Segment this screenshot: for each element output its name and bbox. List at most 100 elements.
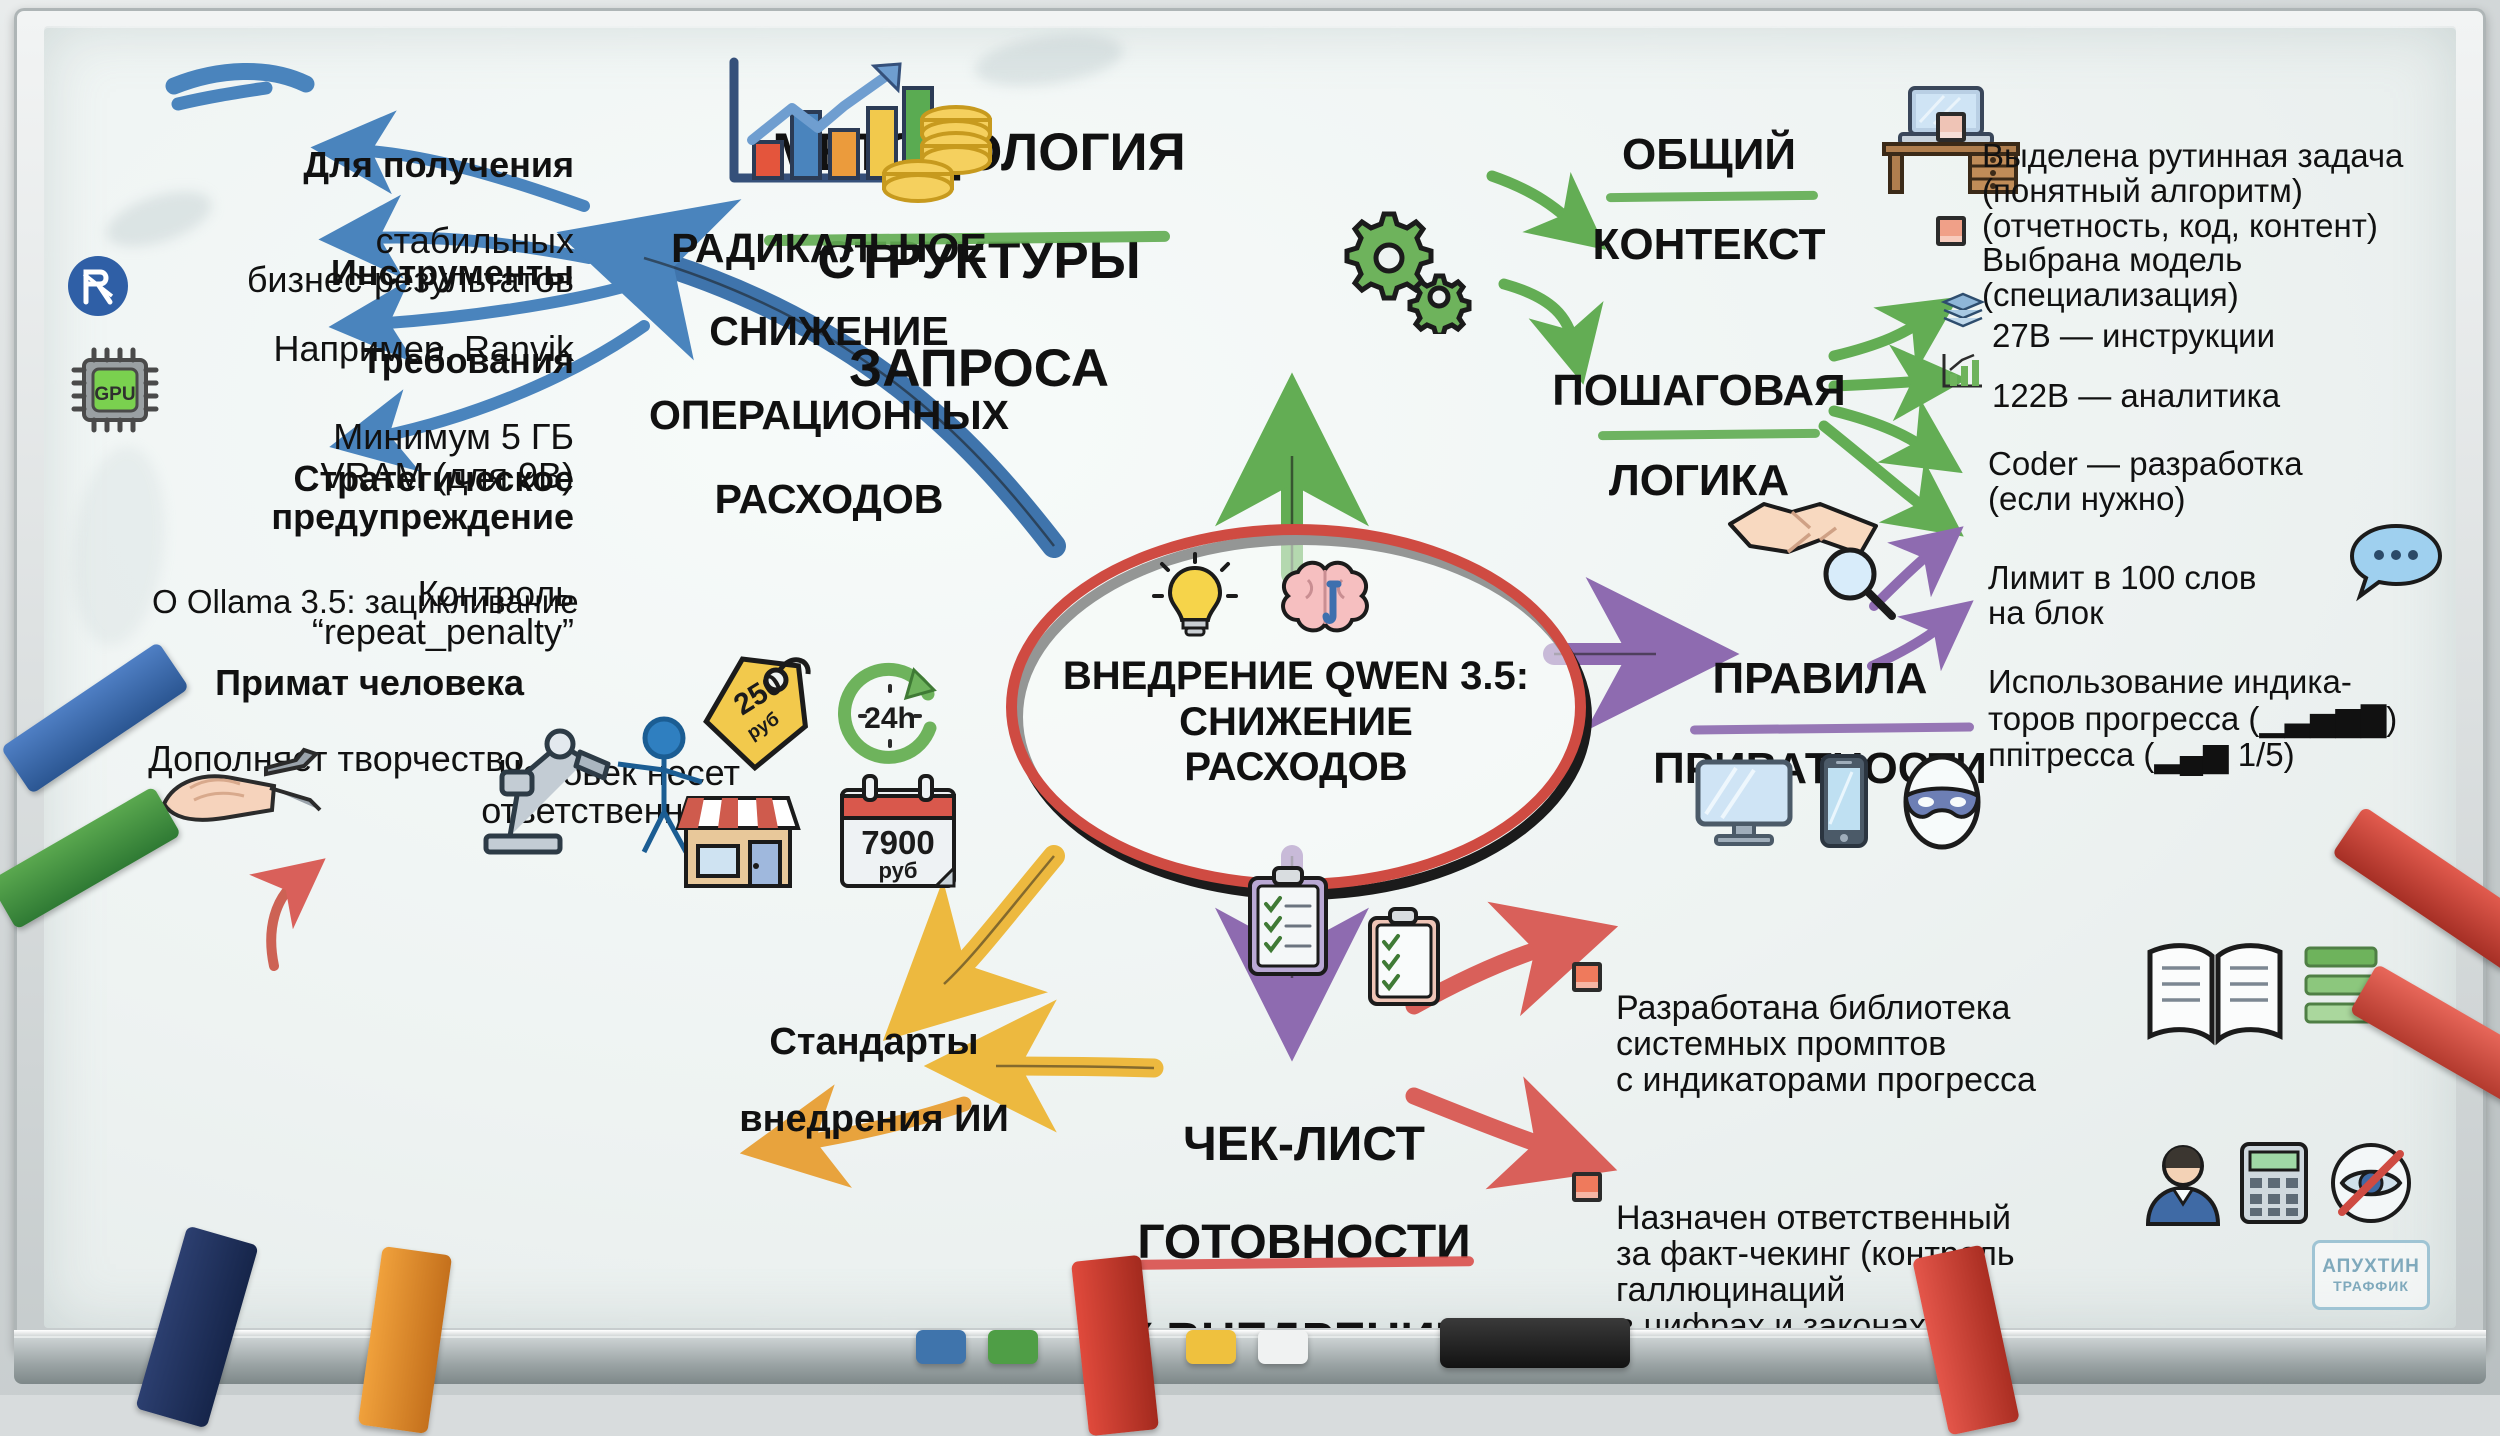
- watermark-line1: АПУХТИН: [2322, 1256, 2420, 1277]
- right-item-coder: Coder — разработка (если нужно): [1988, 412, 2456, 552]
- shop-icon: [670, 776, 806, 896]
- cap-blue-tray[interactable]: [916, 1330, 966, 1364]
- checkbox-model-chosen[interactable]: [1936, 216, 1966, 246]
- left-item-stable-results-body: стабильных бизнес-результатов: [246, 220, 574, 300]
- node-radical-line3: ОПЕРАЦИОННЫХ: [648, 392, 1010, 439]
- person-avatar-icon: [2140, 1138, 2226, 1228]
- whiteboard-tray-lip: [14, 1330, 2486, 1340]
- right-item-model-chosen: Выбрана модель (специализация): [1982, 208, 2456, 348]
- watermark-logo: АПУХТИН ТРАФФИК: [2312, 1240, 2430, 1310]
- lightbulb-icon: [1152, 552, 1238, 642]
- left-item-requirements: Требования Минимум 5 ГБ VRAM (для 9B): [164, 304, 574, 533]
- ranvik-logo-icon: [66, 254, 130, 318]
- cap-white-tray[interactable]: [1258, 1330, 1308, 1364]
- gpu-badge-label: GPU: [94, 384, 135, 405]
- calendar-price-icon: 7900 руб: [828, 768, 968, 896]
- checkbox-routine-task[interactable]: [1936, 112, 1966, 142]
- central-title-line2: СНИЖЕНИЕ: [1179, 699, 1413, 744]
- left-item-requirements-title: Требования: [361, 340, 574, 382]
- layers-icon: [1940, 290, 1986, 332]
- right-item-word-limit-text: Лимит в 100 слов на блок: [1988, 558, 2257, 631]
- node-radical-reduction: РАДИКАЛЬНОЕ СНИЖЕНИЕ ОПЕРАЦИОННЫХ РАСХОД…: [604, 186, 1054, 562]
- bottom-item-prompt-library: Разработана библиотека системных промпто…: [1616, 954, 2146, 1134]
- central-node-title: ВНЕДРЕНИЕ QWEN 3.5: СНИЖЕНИЕ РАСХОДОВ: [1036, 654, 1556, 791]
- hand-wrench-icon: [154, 726, 324, 846]
- node-radical-line2: СНИЖЕНИЕ: [709, 308, 949, 355]
- calendar-amount: 7900: [861, 824, 934, 861]
- 24h-clock-icon: 24h: [830, 656, 950, 776]
- right-item-routine-task-text: Выделена рутинная задача (понятный алгор…: [1982, 136, 2404, 244]
- right-item-122b-text: 122B — аналитика: [1992, 376, 2281, 414]
- robot-arm-human-icon: [468, 686, 738, 866]
- cap-yellow-tray[interactable]: [1186, 1330, 1236, 1364]
- left-item-human-primacy-title: Примат человека: [215, 662, 524, 704]
- right-item-27b-text: 27B — инструкции: [1992, 316, 2276, 354]
- right-item-model-chosen-text: Выбрана модель (специализация): [1982, 240, 2243, 313]
- left-item-human-primacy: Примат человека Дополняет творчество: [104, 626, 524, 817]
- node-step-logic: ПОШАГОВАЯ ЛОГИКА: [1524, 324, 1874, 548]
- node-step-logic-line2: ЛОГИКА: [1608, 455, 1790, 505]
- node-standards: Стандарты внедрения ИИ: [714, 984, 1034, 1178]
- left-item-tools-title: Инструменты: [330, 252, 574, 294]
- clipboard-icon: [1240, 864, 1336, 980]
- right-item-progress-indicators-text: Использование индика- торов прогресса (▁…: [1988, 663, 2398, 773]
- smartphone-icon: [1816, 752, 1872, 850]
- node-common-context: ОБЩИЙ КОНТЕКСТ: [1544, 88, 1874, 312]
- checkbox-prompt-library[interactable]: [1572, 962, 1602, 992]
- central-title-line1: ВНЕДРЕНИЕ QWEN 3.5:: [1062, 654, 1530, 698]
- magnifier-icon: [1816, 540, 1902, 626]
- watermark-line2: ТРАФФИК: [2333, 1278, 2409, 1294]
- left-item-stable-results: Для получения стабильных бизнес-результа…: [144, 108, 574, 337]
- gpu-chip-icon: GPU: [62, 342, 168, 438]
- right-item-progress-indicators: Использование индика- торов прогресса (▁…: [1988, 628, 2456, 809]
- node-common-context-line1: ОБЩИЙ: [1622, 129, 1796, 179]
- node-checklist-line1: ЧЕК-ЛИСТ: [1183, 1117, 1425, 1171]
- clock-label: 24h: [864, 702, 916, 735]
- node-common-context-line2: КОНТЕКСТ: [1592, 219, 1826, 269]
- right-item-122b: 122B — аналитика: [1992, 344, 2456, 449]
- node-standards-line1: Стандарты: [769, 1020, 979, 1063]
- gears-icon: [1334, 204, 1474, 338]
- node-privacy-line1: ПРАВИЛА: [1712, 653, 1928, 703]
- left-item-stable-results-title: Для получения: [303, 144, 574, 186]
- whiteboard-surface: МЕТОДОЛОГИЯ СТРУКТУРЫ ЗАПРОСА: [44, 26, 2456, 1328]
- desktop-monitor-icon: [1692, 756, 1796, 846]
- left-item-ollama-note-body: О Ollama 3.5: зацикливание: [152, 582, 579, 620]
- left-item-strategic-warning: Стратегическое предупреждение Контроль “…: [144, 422, 574, 689]
- calendar-unit: руб: [879, 858, 918, 883]
- node-step-logic-line1: ПОШАГОВАЯ: [1552, 365, 1846, 415]
- bottom-item-fact-checking: Назначен ответственный за факт-чекинг (к…: [1616, 1164, 2236, 1328]
- bar-chart-icon: [1940, 350, 1986, 392]
- cap-green-tray[interactable]: [988, 1330, 1038, 1364]
- node-standards-line2: внедрения ИИ: [739, 1098, 1009, 1141]
- node-radical-line1: РАДИКАЛЬНОЕ: [671, 224, 987, 271]
- handshake-icon: [1724, 468, 1884, 578]
- left-item-strategic-warning-title: Стратегическое предупреждение: [271, 458, 574, 538]
- open-book-icon: [2140, 936, 2290, 1054]
- left-item-strategic-warning-body: Контроль “repeat_penalty”: [311, 572, 574, 652]
- right-item-word-limit: Лимит в 100 слов на блок: [1988, 526, 2408, 666]
- eraser-black[interactable]: [1440, 1318, 1630, 1368]
- page-title-line3: ЗАПРОСА: [849, 339, 1109, 399]
- calculator-icon: [2236, 1140, 2312, 1226]
- right-item-coder-text: Coder — разработка (если нужно): [1988, 444, 2303, 517]
- price-tag-icon: 250 руб: [684, 644, 824, 784]
- anonymous-mask-icon: [1894, 752, 1990, 850]
- bottom-item-prompt-library-text: Разработана библиотека системных промпто…: [1616, 989, 2036, 1100]
- central-title-line3: РАСХОДОВ: [1184, 745, 1408, 790]
- left-item-requirements-body: Минимум 5 ГБ VRAM (для 9B): [320, 416, 574, 496]
- node-radical-line4: РАСХОДОВ: [714, 475, 944, 522]
- node-checklist: ЧЕК-ЛИСТ ГОТОВНОСТИ К ВНЕДРЕНИЮ: [1094, 1072, 1514, 1328]
- no-view-icon: [2326, 1138, 2416, 1228]
- checkbox-fact-checking[interactable]: [1572, 1172, 1602, 1202]
- right-item-27b: 27B — инструкции: [1992, 284, 2456, 389]
- left-item-tools-body: Например, Ranvik: [273, 328, 574, 370]
- brain-icon: [1272, 554, 1378, 646]
- speech-bubble-icon: [2346, 520, 2446, 604]
- left-item-ollama-note: О Ollama 3.5: зацикливание: [152, 550, 632, 655]
- clipboard-icon-2: [1362, 906, 1446, 1010]
- left-item-tools: Инструменты Например, Ranvik: [174, 216, 574, 407]
- bottom-item-fact-checking-text: Назначен ответственный за факт-чекинг (к…: [1616, 1199, 2015, 1328]
- coins-icon: [874, 88, 1004, 208]
